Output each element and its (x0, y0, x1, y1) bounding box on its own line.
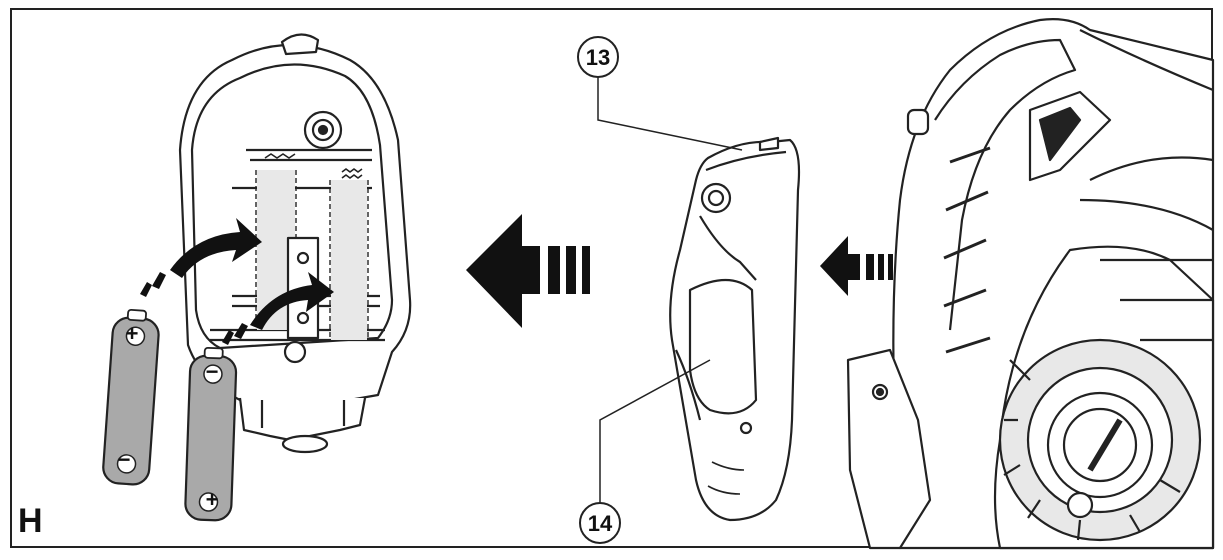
panel-letter: H (18, 502, 43, 540)
battery-left-minus: − (118, 447, 131, 472)
callout-14: 14 (579, 359, 711, 544)
insert-arrow-lower (250, 272, 334, 330)
battery-compartment (178, 33, 412, 454)
battery-cover (669, 136, 801, 522)
callout-13: 13 (577, 36, 743, 151)
insert-arrow-upper (170, 218, 262, 278)
battery-right-minus: − (206, 359, 219, 384)
removal-arrow-small (820, 236, 893, 296)
battery-left-plus: + (126, 321, 139, 346)
tool-body (846, 18, 1215, 550)
removal-arrow-large (466, 214, 590, 328)
insert-arrows (140, 218, 334, 345)
battery-left (102, 308, 160, 486)
battery-right (184, 346, 238, 522)
callout-13-label: 13 (586, 45, 610, 70)
battery-right-plus: + (206, 487, 219, 512)
callout-14-label: 14 (588, 511, 613, 536)
